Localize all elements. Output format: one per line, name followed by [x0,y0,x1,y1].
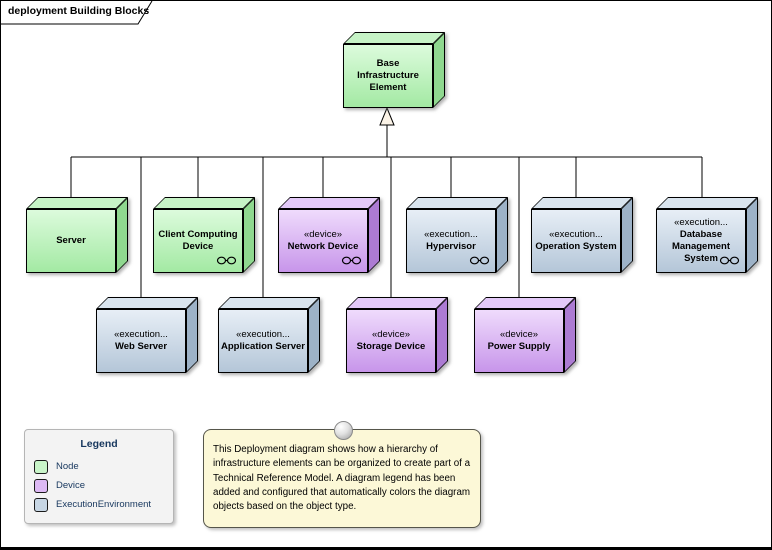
node-label: Power Supply [487,341,551,352]
node-side-face [243,197,255,273]
node-top-face [96,297,198,309]
node-label: Hypervisor [426,241,476,252]
legend-swatch-execution-environment [34,497,48,512]
node-base-infrastructure-element[interactable]: Base Infrastructure Element [343,32,445,108]
node-stereotype: «device» [371,329,411,340]
node-network-device[interactable]: «device» Network Device [278,197,380,273]
node-top-face [278,197,380,209]
node-stereotype: «execution... [236,329,290,340]
note-sphere-icon [334,421,353,440]
node-top-face [474,297,576,309]
node-side-face [436,297,448,373]
node-top-face [343,32,445,44]
node-side-face [564,297,576,373]
node-front-face [531,209,621,273]
node-stereotype: «execution... [114,329,168,340]
legend-item-device: Device [34,476,173,495]
legend-label: Node [56,461,79,472]
node-side-face [116,197,128,273]
node-application-server[interactable]: «execution... Application Server [218,297,320,373]
node-front-face [278,209,368,273]
legend-label: ExecutionEnvironment [56,499,152,510]
generalization-arrowhead [379,106,395,126]
node-server[interactable]: Server [26,197,128,273]
generalization-connector[interactable] [379,106,395,157]
node-top-face [346,297,448,309]
composite-links-icon [469,256,490,265]
node-top-face [153,197,255,209]
node-power-supply[interactable]: «device» Power Supply [474,297,576,373]
node-front-face [96,309,186,373]
node-label: Application Server [221,341,305,352]
node-front-face [474,309,564,373]
diagram-title: deployment Building Blocks [8,5,150,17]
node-stereotype: «execution... [549,229,603,240]
node-side-face [621,197,633,273]
legend-item-node: Node [34,457,173,476]
node-label: Base Infrastructure Element [357,58,419,93]
node-storage-device[interactable]: «device» Storage Device [346,297,448,373]
node-stereotype: «device» [303,229,343,240]
composite-links-icon [719,256,740,265]
note-text: This Deployment diagram shows how a hier… [213,444,471,513]
frame-tab-outline [1,1,153,25]
node-top-face [406,197,508,209]
node-client-computing-device[interactable]: Client Computing Device [153,197,255,273]
node-front-face [26,209,116,273]
node-label: Server [56,235,86,246]
diagram-note[interactable]: This Deployment diagram shows how a hier… [203,421,481,528]
node-side-face [308,297,320,373]
node-stereotype: «device» [499,329,539,340]
node-side-face [186,297,198,373]
node-label: Operation System [535,241,617,252]
node-label: Database Management System [671,229,731,264]
legend-swatch-device [34,478,48,493]
node-label: Client Computing Device [158,229,238,252]
diagram-frame-tab: deployment Building Blocks [8,5,149,17]
node-top-face [26,197,128,209]
legend-item-execution-environment: ExecutionEnvironment [34,495,173,514]
node-web-server[interactable]: «execution... Web Server [96,297,198,373]
node-front-face [343,44,433,108]
node-top-face [656,197,758,209]
node-side-face [433,32,445,108]
node-side-face [746,197,758,273]
node-hypervisor[interactable]: «execution... Hypervisor [406,197,508,273]
node-stereotype: «execution... [674,217,728,228]
diagram-legend[interactable]: Legend Node Device ExecutionEnvironment [24,429,174,524]
node-front-face [218,309,308,373]
node-top-face [218,297,320,309]
legend-title: Legend [80,438,118,450]
node-label: Web Server [114,341,168,352]
node-side-face [496,197,508,273]
node-top-face [531,197,633,209]
composite-links-icon [216,256,237,265]
legend-label: Device [56,480,86,491]
composite-links-icon [341,256,362,265]
node-side-face [368,197,380,273]
node-label: Network Device [287,241,359,252]
node-stereotype: «execution... [424,229,478,240]
node-database-management-system[interactable]: «execution... Database Management System [656,197,758,273]
node-operation-system[interactable]: «execution... Operation System [531,197,633,273]
legend-swatch-node [34,459,48,474]
node-label: Storage Device [356,341,426,352]
node-front-face [346,309,436,373]
